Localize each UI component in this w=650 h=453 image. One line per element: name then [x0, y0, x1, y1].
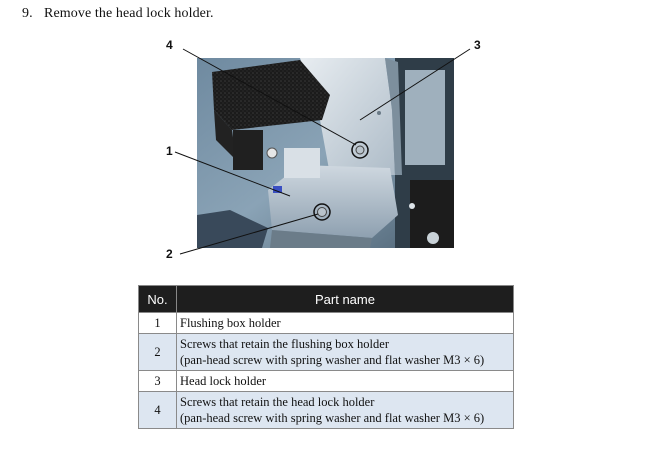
- printer-mechanism-photo: [174, 48, 471, 255]
- part-name-text: Screws that retain the head lock holder: [180, 395, 375, 409]
- table-row: 2 Screws that retain the flushing box ho…: [138, 333, 514, 371]
- callout-2: 2: [166, 247, 173, 261]
- procedure-figure: 4 3 1 2: [166, 38, 481, 261]
- step-heading: 9. Remove the head lock holder.: [22, 6, 214, 22]
- table-row: 3 Head lock holder: [138, 370, 514, 392]
- part-name-text: Head lock holder: [180, 374, 267, 388]
- callout-1: 1: [166, 144, 173, 158]
- table-header-row: No. Part name: [138, 285, 514, 313]
- row-part-name: Screws that retain the head lock holder (…: [176, 391, 514, 429]
- table-row: 1 Flushing box holder: [138, 312, 514, 334]
- step-number: 9.: [22, 6, 33, 21]
- parts-table: No. Part name 1 Flushing box holder 2 Sc…: [138, 285, 514, 429]
- row-no: 1: [138, 312, 177, 334]
- step-text: Remove the head lock holder.: [44, 6, 214, 21]
- header-part-name: Part name: [176, 285, 514, 313]
- part-name-text: Flushing box holder: [180, 316, 281, 330]
- part-detail-text: (pan-head screw with spring washer and f…: [180, 411, 485, 425]
- header-no: No.: [138, 285, 177, 313]
- callout-4: 4: [166, 38, 173, 52]
- row-part-name: Screws that retain the flushing box hold…: [176, 333, 514, 371]
- row-no: 2: [138, 333, 177, 371]
- part-name-text: Screws that retain the flushing box hold…: [180, 337, 389, 351]
- part-detail-text: (pan-head screw with spring washer and f…: [180, 353, 485, 367]
- row-no: 3: [138, 370, 177, 392]
- table-row: 4 Screws that retain the head lock holde…: [138, 391, 514, 429]
- row-part-name: Flushing box holder: [176, 312, 514, 334]
- row-no: 4: [138, 391, 177, 429]
- row-part-name: Head lock holder: [176, 370, 514, 392]
- callout-3: 3: [474, 38, 481, 52]
